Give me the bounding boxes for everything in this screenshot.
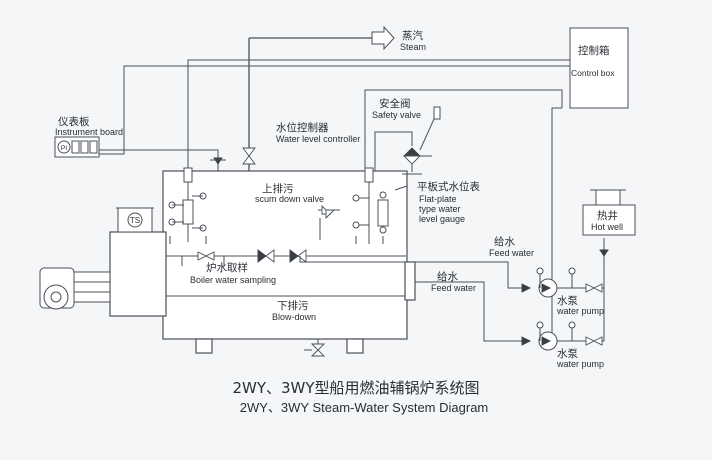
pump-label-en-1: water pump: [556, 306, 604, 316]
boiler-side-flange: [404, 261, 416, 301]
control-signal-lines: [99, 59, 603, 168]
feed-water-label-en-2: Feed water: [431, 283, 476, 293]
control-box-label-zh: 控制箱: [578, 44, 610, 57]
flat-plate-leader: [394, 185, 408, 191]
blow-down-label-zh: 下排污: [277, 299, 309, 312]
boiler-leg-right: [346, 338, 364, 354]
safety-valve-label-en: Safety valve: [372, 110, 421, 120]
feed-water-line-2: [415, 281, 532, 346]
scum-down-valve: [318, 204, 340, 240]
blow-down-label-en: Blow-down: [272, 312, 316, 322]
sampling-line: [166, 249, 406, 266]
water-pump-2: [536, 321, 603, 351]
instrument-pipe: [99, 149, 219, 171]
water-level-column-right: [352, 167, 389, 244]
steam-line: [242, 25, 395, 171]
water-level-controller-label-zh: 水位控制器: [276, 121, 329, 134]
steam-label-en: Steam: [400, 42, 426, 52]
instrument-badge: PI: [61, 145, 67, 152]
water-level-controller-label-en: Water level controller: [276, 134, 360, 144]
flat-plate-label-en-1: Flat-plate: [419, 194, 457, 204]
hot-well-label-en: Hot well: [591, 222, 623, 232]
water-pump-1: [536, 267, 603, 298]
burner: [39, 267, 111, 310]
hotwell-return-1: [602, 238, 605, 289]
hotwell-return-2: [602, 288, 605, 342]
instrument-board-label-en: Instrument board: [55, 127, 123, 137]
control-box: 控制箱 Control box: [569, 27, 629, 109]
water-level-column-left: [168, 167, 207, 244]
boiler: TS: [39, 170, 416, 354]
feed-water-label-zh-1: 给水: [494, 235, 515, 248]
blow-down: [304, 339, 326, 357]
scum-down-label-zh: 上排污: [262, 182, 294, 195]
hot-well-label-zh: 热井: [597, 209, 618, 222]
diagram-title-en: 2WY、3WY Steam-Water System Diagram: [240, 400, 489, 415]
diagram-title-zh: 2WY、3WY型船用燃油辅锅炉系统图: [232, 379, 479, 397]
pump-label-zh-1: 水泵: [557, 295, 578, 307]
instrument-valve: [213, 157, 223, 165]
steam-label-zh: 蒸汽: [402, 29, 423, 42]
pump-label-zh-2: 水泵: [557, 348, 578, 360]
pump-label-en-2: water pump: [556, 359, 604, 369]
boiler-leg-left: [195, 338, 213, 354]
hot-well: 热井 Hot well: [582, 189, 636, 236]
safety-valve-label-zh: 安全阀: [379, 97, 411, 110]
instrument-board-label-zh: 仪表板: [58, 115, 90, 128]
flat-plate-label-en-3: level gauge: [419, 214, 465, 224]
feed-water-label-zh-2: 给水: [437, 270, 458, 283]
flat-plate-label-en-2: type water: [419, 204, 461, 214]
sampling-label-en: Boiler water sampling: [190, 275, 276, 285]
instrument-board: PI: [54, 136, 100, 158]
feed-water-line-1: [299, 256, 532, 293]
flat-plate-label-zh: 平板式水位表: [417, 180, 480, 193]
safety-valve: [374, 106, 441, 175]
sampling-label-zh: 炉水取样: [206, 261, 248, 274]
scum-down-label-en: scum down valve: [255, 194, 324, 204]
boiler-front-chamber: [109, 231, 167, 317]
steam-arrow: [371, 25, 395, 51]
control-to-pump-line: [551, 107, 562, 283]
ts-box: TS: [116, 207, 154, 233]
control-box-label-en: Control box: [571, 68, 615, 78]
ts-badge-label: TS: [130, 216, 140, 225]
feed-water-label-en-1: Feed water: [489, 248, 534, 258]
